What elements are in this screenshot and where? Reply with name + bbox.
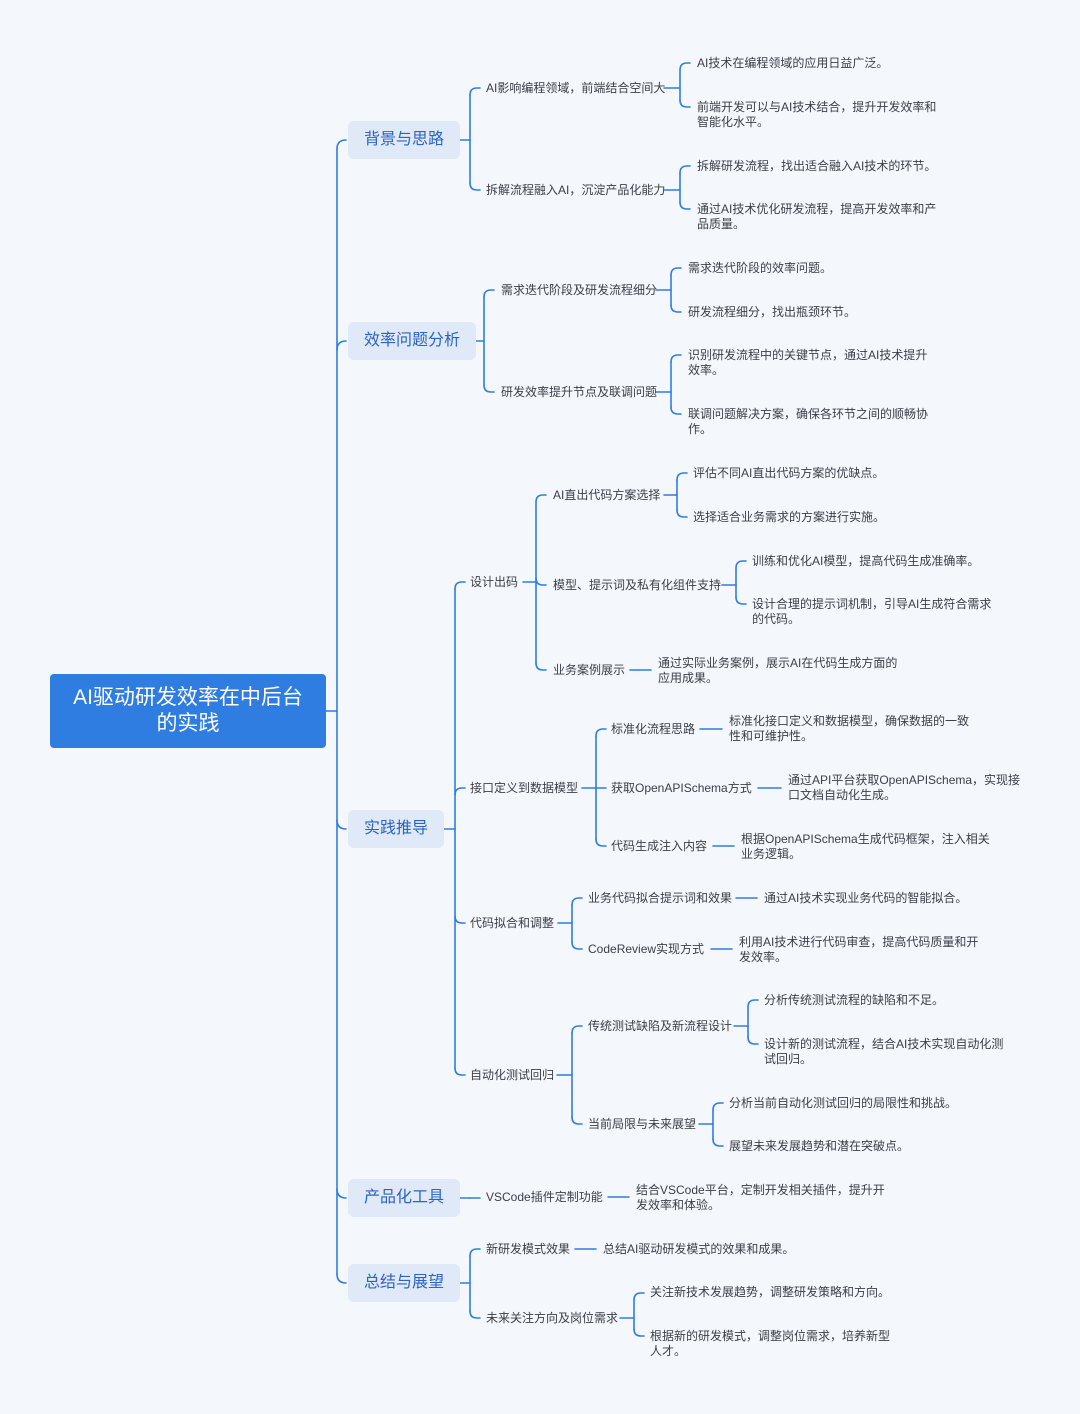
connector-branch [676, 472, 688, 481]
connector-branch [712, 1102, 724, 1111]
connector-branch [595, 838, 607, 847]
root-topic[interactable]: AI驱动研发效率在中后台的实践 [50, 674, 326, 748]
connector-branch [679, 99, 691, 108]
leaf-text[interactable]: 标准化接口定义和数据模型，确保数据的一致性和可维护性。 [729, 714, 970, 743]
topic-interface-to-model[interactable]: 接口定义到数据模型 [470, 781, 579, 795]
connector-branch [735, 560, 747, 569]
topic-decompose-flow[interactable]: 拆解流程融入AI，沉淀产品化能力 [486, 183, 666, 197]
leaf-text[interactable]: 利用AI技术进行代码审查，提高代码质量和开发效率。 [739, 935, 979, 964]
connector-branch [679, 201, 691, 210]
connector-branch [670, 354, 682, 363]
connector-branch [336, 1273, 347, 1284]
leaf-text[interactable]: 识别研发流程中的关键节点，通过AI技术提升效率。 [688, 348, 928, 377]
connector-branch [712, 1138, 724, 1147]
subtopic-code-injection[interactable]: 代码生成注入内容 [611, 839, 708, 853]
connector-branch [595, 728, 607, 737]
connector-branch [735, 596, 747, 605]
connector-branch [747, 999, 759, 1008]
connector-branch [469, 1310, 481, 1319]
leaf-text[interactable]: 需求迭代阶段的效率问题。 [688, 261, 833, 275]
subtopic-openapi-schema[interactable]: 获取OpenAPISchema方式 [611, 781, 752, 795]
leaf-text[interactable]: 通过AI技术实现业务代码的智能拟合。 [764, 891, 968, 905]
connector-branch [633, 1328, 645, 1337]
topic-new-mode-effect[interactable]: 新研发模式效果 [486, 1242, 571, 1256]
topic-auto-test[interactable]: 自动化测试回归 [470, 1068, 555, 1082]
connector-branch [571, 1025, 583, 1034]
subtopic-traditional-test[interactable]: 传统测试缺陷及新流程设计 [588, 1019, 733, 1033]
leaf-text[interactable]: 评估不同AI直出代码方案的优缺点。 [693, 466, 885, 480]
subtopic-prompt-fitting[interactable]: 业务代码拟合提示词和效果 [588, 891, 733, 905]
connector-branch [469, 182, 481, 191]
leaf-text[interactable]: 结合VSCode平台，定制开发相关插件，提升开发效率和体验。 [636, 1183, 885, 1212]
leaf-text[interactable]: 拆解研发流程，找出适合融入AI技术的环节。 [697, 159, 937, 173]
leaf-text[interactable]: 总结AI驱动研发模式的效果和成果。 [603, 1242, 795, 1256]
leaf-text[interactable]: 根据OpenAPISchema生成代码框架，注入相关业务逻辑。 [741, 832, 990, 861]
leaf-text[interactable]: 训练和优化AI模型，提高代码生成准确率。 [752, 554, 980, 568]
connector-branch [336, 139, 347, 150]
connector-branch [454, 1067, 466, 1076]
topic-future-focus[interactable]: 未来关注方向及岗位需求 [486, 1311, 619, 1325]
topic-efficiency-nodes[interactable]: 研发效率提升节点及联调问题 [501, 385, 658, 399]
connector-branch [483, 384, 495, 393]
connector-branch [747, 1036, 759, 1045]
topic-vscode-plugin[interactable]: VSCode插件定制功能 [486, 1190, 603, 1204]
leaf-text[interactable]: 分析当前自动化测试回归的局限性和挑战。 [729, 1096, 958, 1110]
connector-branch [633, 1292, 645, 1301]
connector-branch [336, 340, 347, 351]
connector-branch [670, 304, 682, 313]
branch-background[interactable]: 背景与思路 [348, 121, 461, 159]
connector-branch [336, 819, 347, 830]
connector-branch [535, 577, 547, 586]
connector-branch [679, 62, 691, 71]
topic-design-to-code[interactable]: 设计出码 [470, 575, 519, 589]
connector-branch [454, 787, 466, 796]
leaf-text[interactable]: 设计合理的提示词机制，引导AI生成符合需求的代码。 [752, 597, 992, 626]
leaf-text[interactable]: 通过实际业务案例，展示AI在代码生成方面的应用成果。 [658, 656, 898, 685]
subtopic-ai-code-scheme[interactable]: AI直出代码方案选择 [553, 488, 661, 502]
connector-branch [676, 509, 688, 518]
connector-branch [454, 915, 466, 924]
topic-code-fitting[interactable]: 代码拟合和调整 [470, 916, 555, 930]
subtopic-code-review[interactable]: CodeReview实现方式 [588, 942, 705, 956]
leaf-text[interactable]: 设计新的测试流程，结合AI技术实现自动化测试回归。 [764, 1037, 1004, 1066]
leaf-text[interactable]: AI技术在编程领域的应用日益广泛。 [697, 56, 889, 70]
connector-branch [483, 289, 495, 298]
subtopic-model-prompt[interactable]: 模型、提示词及私有化组件支持 [553, 578, 722, 592]
leaf-text[interactable]: 联调问题解决方案，确保各环节之间的顺畅协作。 [688, 407, 929, 436]
connector-branch [336, 1188, 347, 1199]
leaf-text[interactable]: 选择适合业务需求的方案进行实施。 [693, 510, 886, 524]
leaf-text[interactable]: 研发流程细分，找出瓶颈环节。 [688, 305, 857, 319]
branch-efficiency-analysis[interactable]: 效率问题分析 [348, 322, 477, 360]
connector-branch [454, 581, 466, 590]
leaf-text[interactable]: 前端开发可以与AI技术结合，提升开发效率和智能化水平。 [697, 100, 937, 129]
connector-branch [535, 494, 547, 503]
topic-iteration-stage[interactable]: 需求迭代阶段及研发流程细分 [501, 283, 658, 297]
branch-summary[interactable]: 总结与展望 [348, 1264, 461, 1302]
connector-branch [670, 406, 682, 415]
connector-branch [679, 165, 691, 174]
connector-branch [535, 662, 547, 671]
leaf-text[interactable]: 根据新的研发模式，调整岗位需求，培养新型人才。 [650, 1329, 891, 1358]
leaf-text[interactable]: 关注新技术发展趋势，调整研发策略和方向。 [650, 1285, 891, 1299]
branch-practice[interactable]: 实践推导 [348, 810, 445, 848]
leaf-text[interactable]: 通过API平台获取OpenAPISchema，实现接口文档自动化生成。 [788, 773, 1021, 802]
connector-branch [469, 1248, 481, 1257]
subtopic-limits-outlook[interactable]: 当前局限与未来展望 [588, 1117, 697, 1131]
subtopic-business-case[interactable]: 业务案例展示 [553, 663, 626, 677]
leaf-text[interactable]: 分析传统测试流程的缺陷和不足。 [764, 993, 945, 1007]
connector-branch [469, 87, 481, 96]
topic-ai-impact[interactable]: AI影响编程领域，前端结合空间大 [486, 81, 666, 95]
connector-branch [571, 941, 583, 950]
leaf-text[interactable]: 展望未来发展趋势和潜在突破点。 [729, 1139, 910, 1153]
leaf-text[interactable]: 通过AI技术优化研发流程，提高开发效率和产品质量。 [697, 202, 937, 231]
connector-branch [571, 897, 583, 906]
branch-productization[interactable]: 产品化工具 [348, 1179, 461, 1217]
subtopic-standard-flow[interactable]: 标准化流程思路 [611, 722, 696, 736]
connector-branch [571, 1116, 583, 1125]
connector-branch [670, 267, 682, 276]
